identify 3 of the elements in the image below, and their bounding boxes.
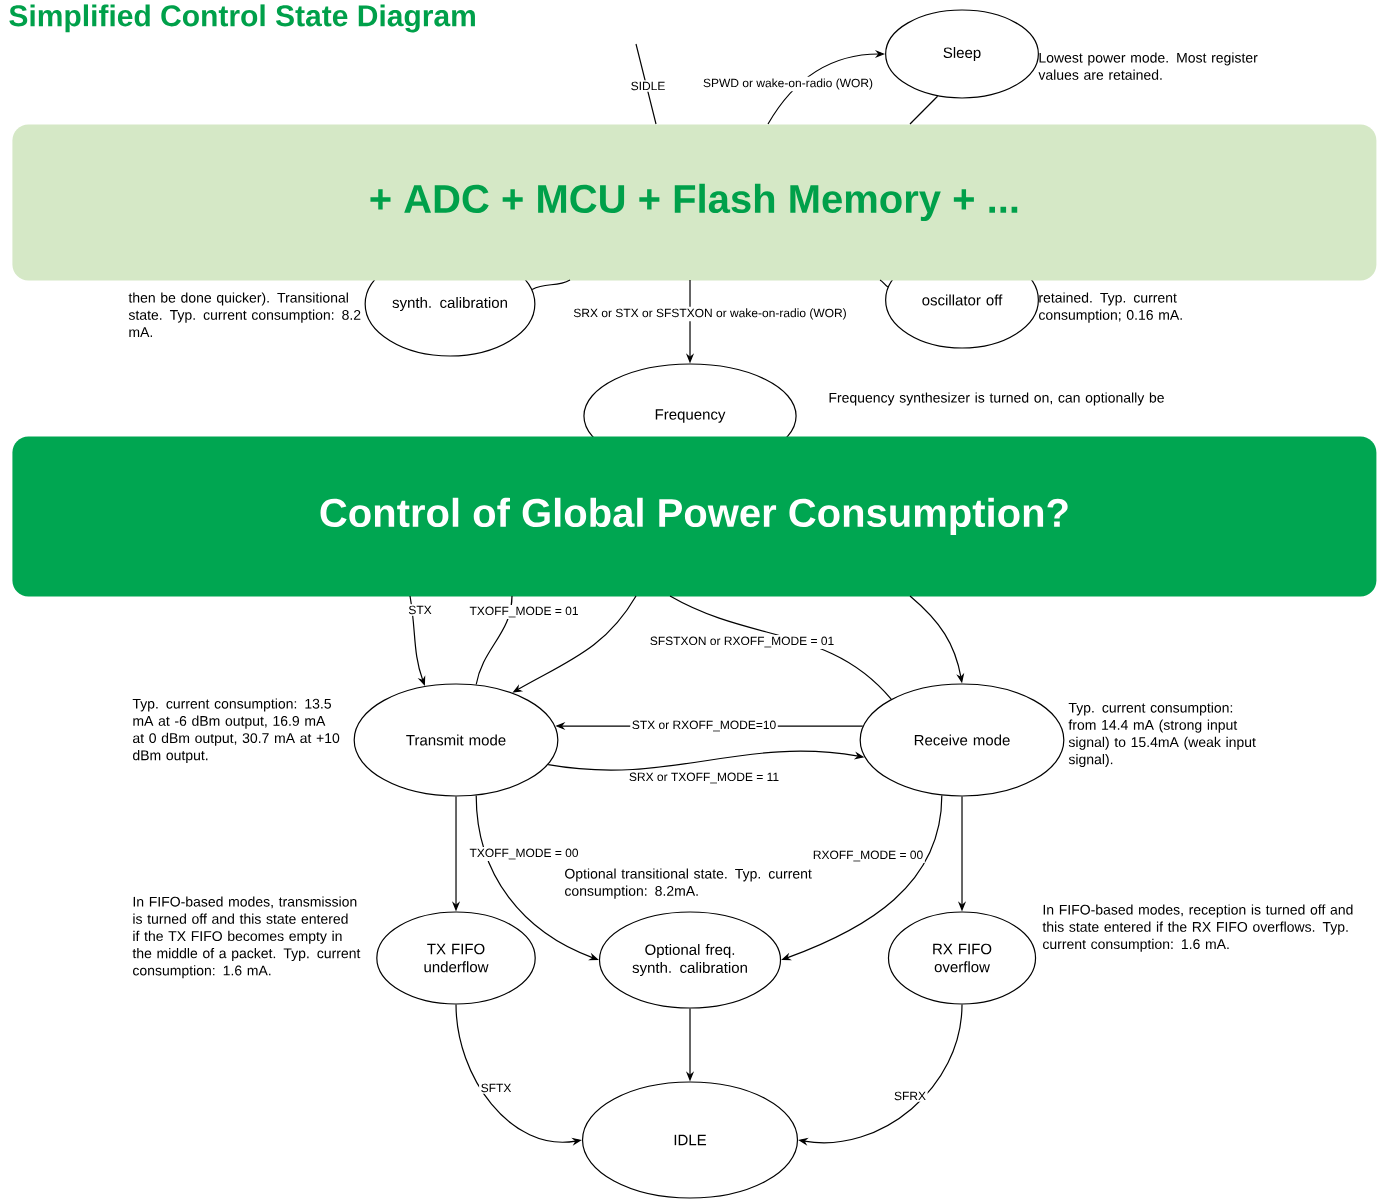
banner: + ADC + MCU + Flash Memory + ... (12, 124, 1377, 281)
title: Simplified Control State Diagram (9, 4, 475, 33)
banner: Control of Global Power Consumption? (12, 436, 1377, 597)
